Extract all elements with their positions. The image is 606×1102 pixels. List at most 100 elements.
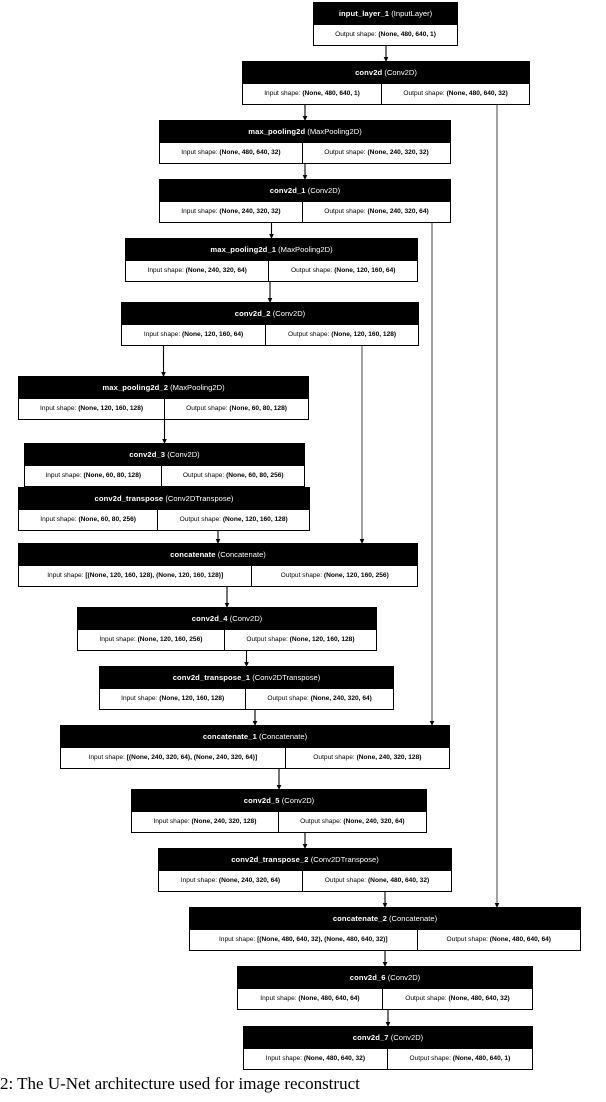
layer-name: conv2d_transpose [94,494,164,503]
shape-value: [(None, 240, 320, 64), (None, 240, 320, … [126,754,258,761]
shape-label: Input shape: [265,1055,304,1062]
layer-node-title: conv2d_transpose_1 (Conv2DTranspose) [100,667,393,689]
layer-node-conv2d_transpose: conv2d_transpose (Conv2DTranspose)Input … [18,487,310,531]
layer-node-title: conv2d_5 (Conv2D) [132,790,426,812]
layer-name: max_pooling2d_1 [210,245,277,254]
input-shape-cell: Input shape: (None, 120, 160, 64) [122,325,265,345]
shape-label: Output shape: [267,695,311,702]
shape-label: Input shape: [181,208,220,215]
shape-value: (None, 240, 320, 64) [367,208,429,215]
layer-name: conv2d_7 [352,1033,389,1042]
layer-node-conv2d_6: conv2d_6 (Conv2D) Input shape: (None, 480… [237,966,533,1010]
figure-caption: 2: The U-Net architecture used for image… [0,1074,360,1093]
shape-label: Output shape: [182,472,227,479]
shape-label: Output shape: [335,31,379,38]
layer-node-title: conv2d_transpose_2 (Conv2DTranspose) [159,849,451,871]
input-shape-cell: Input shape: (None, 480, 640, 1) [243,84,381,104]
layer-name: conv2d [355,68,383,77]
layer-node-title: concatenate_2 (Concatenate) [190,908,580,930]
output-shape-cell: Output shape: (None, 240, 320, 64) [245,689,393,709]
layer-name: concatenate_2 [332,914,387,923]
layer-class: (InputLayer) [389,9,433,18]
layer-class: (MaxPooling2D) [305,127,362,136]
shape-value: (None, 480, 640, 1) [378,31,436,38]
layer-node-conv2d_transpose_1: conv2d_transpose_1 (Conv2DTranspose)Inpu… [99,666,394,710]
shape-label: Output shape: [290,267,335,274]
layer-node-shapes: Input shape: [(None, 240, 320, 64), (Non… [61,748,449,768]
layer-node-shapes: Input shape: (None, 120, 160, 256)Output… [78,630,376,650]
shape-value: (None, 240, 320, 64) [310,695,372,702]
shape-value: (None, 480, 640, 64) [489,936,552,943]
input-shape-cell: Input shape: (None, 480, 640, 32) [160,143,302,163]
shape-value: (None, 480, 640, 32) [446,90,508,97]
shape-value: (None, 120, 160, 64) [182,331,244,338]
input-shape-cell: Input shape: (None, 240, 320, 64) [126,261,268,281]
input-shape-cell: Input shape: [(None, 480, 640, 32), (Non… [190,930,417,950]
layer-class: (Conv2D) [388,1033,424,1042]
layer-class: (Conv2DTranspose) [250,673,321,682]
layer-node-conv2d_3: conv2d_3 (Conv2D)Input shape: (None, 60,… [24,443,305,487]
layer-class: (Conv2D) [279,796,315,805]
shape-value: (None, 120, 160, 128) [222,516,288,523]
layer-class: (Concatenate) [386,914,438,923]
layer-node-conv2d_1: conv2d_1 (Conv2D)Input shape: (None, 240… [159,179,451,223]
shape-value: (None, 120, 160, 128) [78,405,144,412]
shape-value: (None, 480, 640, 64) [298,995,360,1002]
layer-class: (Conv2D) [305,186,341,195]
shape-label: Input shape: [260,995,299,1002]
output-shape-cell: Output shape: (None, 480, 640, 32) [381,989,532,1009]
layer-node-title: conv2d_6 (Conv2D) [238,967,532,989]
layer-class: (Conv2D) [270,309,306,318]
output-shape-cell: Output shape: (None, 480, 640, 1) [386,1049,532,1069]
shape-label: Input shape: [47,572,86,579]
layer-node-title: input_layer_1 (InputLayer) [314,3,457,25]
shape-value: (None, 120, 160, 128) [159,695,225,702]
layer-class: (Conv2D) [385,973,421,982]
shape-value: (None, 240, 320, 64) [218,877,281,884]
shape-label: Input shape: [121,695,160,702]
input-shape-cell: Input shape: (None, 120, 160, 256) [78,630,224,650]
layer-name: conv2d_3 [129,450,166,459]
shape-value: (None, 120, 160, 128) [331,331,397,338]
output-shape-cell: Output shape: (None, 480, 640, 32) [381,84,529,104]
shape-value: (None, 240, 320, 32) [367,149,429,156]
layer-class: (Conv2D) [227,614,263,623]
layer-node-conv2d_5: conv2d_5 (Conv2D)Input shape: (None, 240… [131,789,427,833]
shape-label: Output shape: [179,516,223,523]
layer-node-title: conv2d_4 (Conv2D) [78,608,376,630]
shape-value: (None, 480, 640, 32) [367,877,430,884]
layer-node-title: concatenate_1 (Concatenate) [61,726,449,748]
layer-node-shapes: Input shape: (None, 480, 640, 1)Output s… [243,84,529,104]
layer-node-title: conv2d (Conv2D) [243,62,529,84]
shape-label: Input shape: [153,818,192,825]
layer-node-title: conv2d_3 (Conv2D) [25,444,304,466]
layer-name: conv2d_2 [234,309,271,318]
layer-node-input_layer_1: input_layer_1 (InputLayer)Output shape: … [313,2,458,46]
shape-label: Input shape: [218,936,258,943]
shape-value: (None, 60, 80, 256) [78,516,136,523]
shape-label: Output shape: [186,405,230,412]
layer-node-shapes: Input shape: (None, 480, 640, 32)Output … [244,1049,532,1069]
output-shape-cell: Output shape: (None, 480, 640, 32) [301,871,451,891]
shape-label: Input shape: [181,149,220,156]
input-shape-cell: Input shape: (None, 120, 160, 128) [100,689,245,709]
layer-node-shapes: Input shape: (None, 480, 640, 32)Output … [160,143,450,163]
layer-node-max_pooling2d: max_pooling2d (MaxPooling2D)Input shape:… [159,120,451,164]
layer-node-shapes: Input shape: (None, 120, 160, 64)Output … [122,325,418,345]
layer-node-shapes: Input shape: (None, 240, 320, 64) Output … [159,871,451,891]
input-shape-cell: Input shape: (None, 240, 320, 128) [132,812,278,832]
layer-node-shapes: Input shape: (None, 120, 160, 128)Output… [19,399,308,419]
layer-node-conv2d_2: conv2d_2 (Conv2D) Input shape: (None, 120… [121,302,419,346]
layer-node-concatenate: concatenate (Concatenate)Input shape: [(… [18,543,418,587]
shape-label: Input shape: [180,877,219,884]
layer-class: (MaxPooling2D) [168,383,225,392]
shape-label: Output shape: [324,208,368,215]
layer-class: (Concatenate) [256,732,308,741]
layer-name: conv2d_4 [191,614,228,623]
layer-name: max_pooling2d_2 [102,383,169,392]
shape-value: (None, 240, 320, 64) [185,267,247,274]
layer-class: (Conv2DTranspose) [163,494,234,503]
shape-value: (None, 120, 160, 256) [323,572,389,579]
layer-node-conv2d: conv2d (Conv2D)Input shape: (None, 480, … [242,61,530,105]
layer-node-shapes: Input shape: [(None, 480, 640, 32), (Non… [190,930,580,950]
